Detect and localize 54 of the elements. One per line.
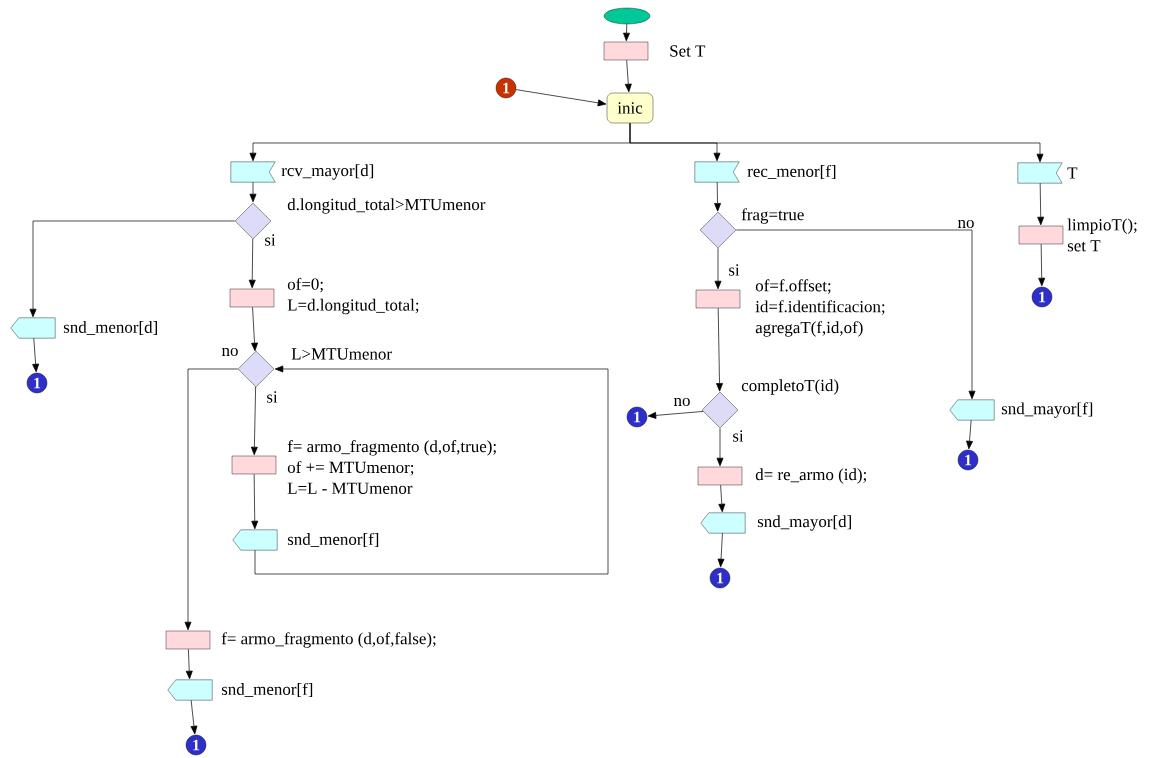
arrow [1037,182,1045,226]
edge-label: si [731,429,745,443]
arrow [251,306,258,352]
edge-label: no [220,346,240,358]
node-text: Set T [670,45,706,57]
arrow [515,89,607,107]
node-text: rec_menor[f] [747,164,836,180]
arrow [716,307,723,392]
arrow [185,648,193,680]
arrow [190,699,198,735]
node-text: f= armo_fragmento (d,of,true); of += MTUmenor; L=L - MTUmenor [287,440,496,494]
start-ellipse [603,7,651,25]
edge-label: no [956,218,976,230]
arrow [250,386,258,456]
node-text: f= armo_fragmento (d,of,false); [221,632,436,648]
node-text: snd_menor[f] [221,682,313,698]
node-text: L>MTUmenor [291,348,392,360]
edge-label: si [265,390,279,404]
arrow [714,247,722,290]
node-text: snd_mayor[f] [1001,402,1093,418]
arrow [249,181,257,203]
arrow [624,59,632,93]
arrow [718,484,726,513]
arrow [966,419,973,450]
node-text: d.longitud_total>MTUmenor [287,198,486,214]
node-text: snd_mayor[d] [757,515,851,531]
arrow [248,238,256,289]
arrow [29,220,236,318]
arrow [647,411,704,419]
arrow [716,427,724,467]
edge-label: si [263,233,277,247]
arrow [623,23,630,42]
node-text: d= re_armo (id); [755,468,866,484]
node-text: limpioT(); set T [1067,218,1137,252]
node-text: frag=true [741,208,804,224]
arrow [32,337,40,373]
arrow [184,368,239,631]
node-text: of=f.offset; id=f.identificacion; agregaT(f,id,of) [755,279,885,337]
node-text: of=0; L=d.longitud_total; [287,277,419,315]
arrow [735,229,976,400]
node-text: T [1067,167,1078,179]
node-text: snd_menor[d] [63,321,157,335]
edge-label: si [727,263,741,277]
node-text: snd_menor[f] [287,532,379,548]
arrow [714,181,721,212]
arrow [1038,243,1046,287]
arrow [629,122,1044,163]
arrow [717,532,725,568]
node-text: rcv_mayor[d] [281,164,374,180]
node-text: completoT(id) [741,379,839,395]
state-box: inic [606,92,654,124]
arrow [251,473,259,530]
edge-label: no [672,396,692,408]
arrow [254,365,609,575]
